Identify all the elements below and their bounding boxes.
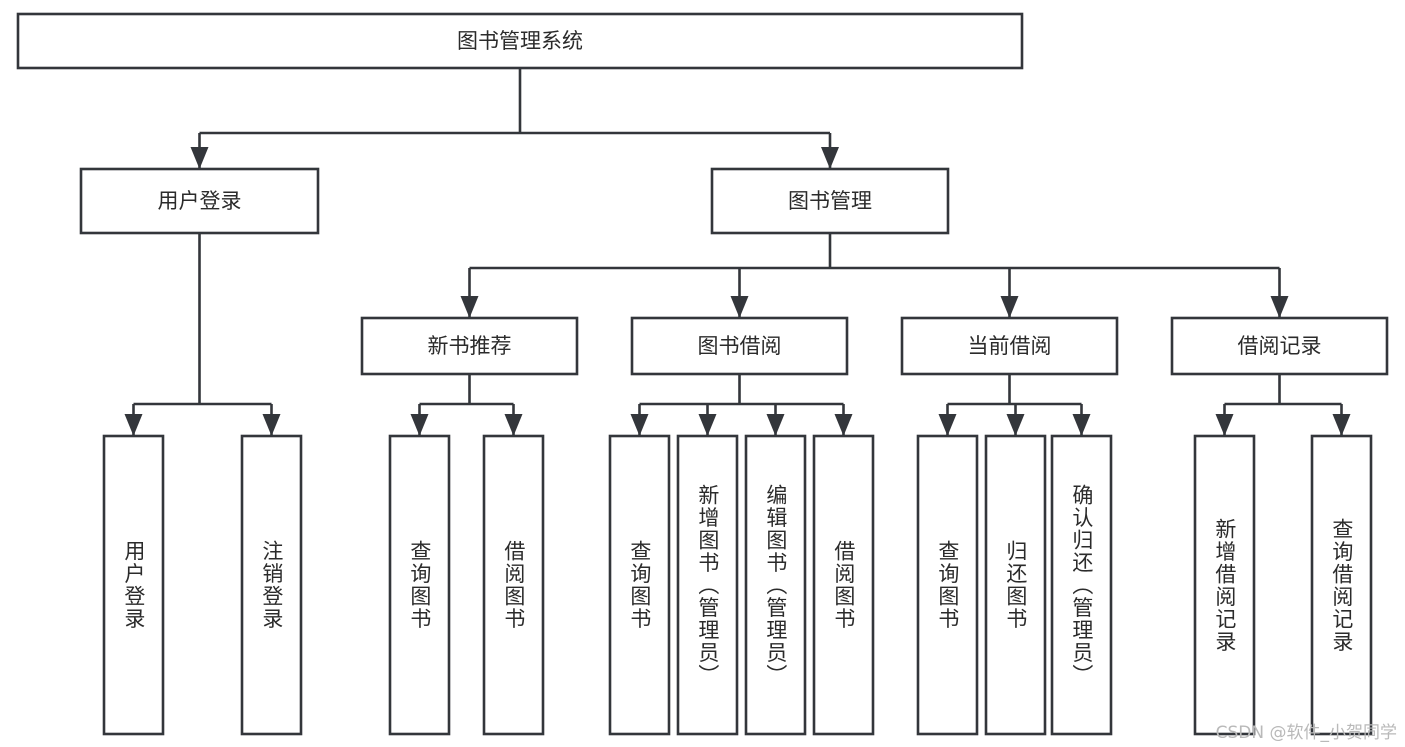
node-book-borrow-box[interactable]	[630, 316, 849, 376]
book-management-arrow-3	[1270, 296, 1289, 318]
leaf-leaf-borrow-book-2-box[interactable]	[812, 434, 875, 736]
node-new-book-recommend-box[interactable]	[360, 316, 579, 376]
leaf-leaf-query-book-3-box[interactable]	[916, 434, 979, 736]
leaf-leaf-edit-book-box[interactable]	[744, 434, 807, 736]
leaf-leaf-query-book-1-box[interactable]	[388, 434, 451, 736]
node-user-login-label: 用户登录	[158, 189, 242, 213]
node-borrow-record-box[interactable]	[1170, 316, 1389, 376]
new-book-recommend-arrow-1	[504, 414, 523, 436]
book-borrow-arrow-1	[698, 414, 717, 436]
node-new-book-recommend-label: 新书推荐	[428, 334, 512, 358]
book-borrow-arrow-3	[834, 414, 853, 436]
borrow-record-arrow-1	[1332, 414, 1351, 436]
node-book-borrow-label: 图书借阅	[698, 334, 782, 358]
csdn-watermark: CSDN @软件_小贺同学	[1215, 723, 1397, 743]
current-borrow-arrow-2	[1072, 414, 1091, 436]
node-user-login-box[interactable]	[79, 167, 320, 235]
root-node-box[interactable]	[16, 12, 1024, 70]
user-login-arrow-0	[124, 414, 143, 436]
leaf-leaf-return-book-box[interactable]	[984, 434, 1047, 736]
user-login-arrow-1	[262, 414, 281, 436]
book-borrow-arrow-0	[630, 414, 649, 436]
leaf-leaf-borrow-book-1-box[interactable]	[482, 434, 545, 736]
book-borrow-arrow-2	[766, 414, 785, 436]
root-arrow-0	[190, 147, 209, 169]
root-arrow-1	[821, 147, 839, 169]
node-current-borrow-box[interactable]	[900, 316, 1119, 376]
book-management-arrow-1	[730, 296, 749, 318]
current-borrow-arrow-0	[938, 414, 957, 436]
node-borrow-record-label: 借阅记录	[1238, 334, 1322, 358]
leaf-leaf-logout-box[interactable]	[240, 434, 303, 736]
current-borrow-arrow-1	[1006, 414, 1025, 436]
leaf-leaf-add-record-box[interactable]	[1193, 434, 1256, 736]
root-node-label: 图书管理系统	[457, 29, 583, 53]
leaf-leaf-add-book-box[interactable]	[676, 434, 739, 736]
leaf-leaf-query-record-box[interactable]	[1310, 434, 1373, 736]
leaf-leaf-confirm-return-box[interactable]	[1050, 434, 1113, 736]
leaf-leaf-user-login-box[interactable]	[102, 434, 165, 736]
node-book-management-box[interactable]	[710, 167, 950, 235]
node-book-management-label: 图书管理	[788, 189, 872, 213]
new-book-recommend-arrow-0	[410, 414, 429, 436]
book-management-arrow-2	[1000, 296, 1019, 318]
book-management-arrow-0	[460, 296, 479, 318]
leaf-leaf-query-book-2-box[interactable]	[608, 434, 671, 736]
borrow-record-arrow-0	[1215, 414, 1234, 436]
node-current-borrow-label: 当前借阅	[968, 334, 1052, 358]
